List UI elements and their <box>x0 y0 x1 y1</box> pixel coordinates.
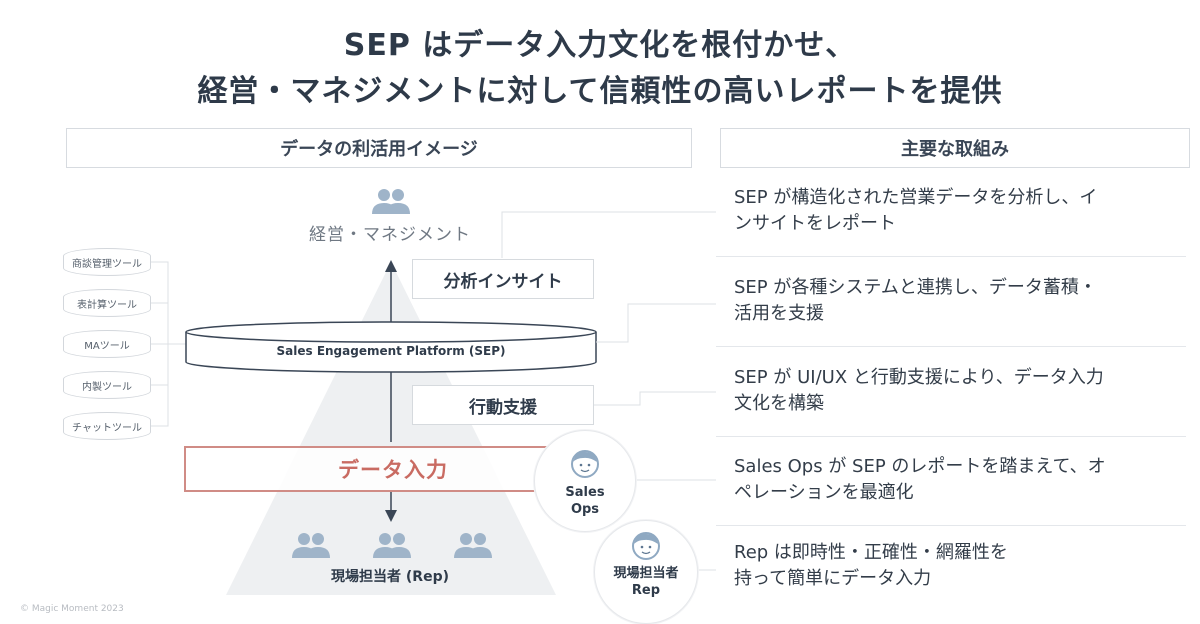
connector-insight <box>501 211 716 258</box>
initiative-line1: SEP が UI/UX と行動支援により、データ入力 <box>734 367 1104 388</box>
right-section-header: 主要な取組み <box>720 128 1190 168</box>
divider <box>716 436 1186 437</box>
initiative-item: Rep は即時性・正確性・網羅性を 持って簡単にデータ入力 <box>734 540 1180 592</box>
initiative-item: SEP が構造化された営業データを分析し、イ ンサイトをレポート <box>734 185 1180 237</box>
person-face-icon <box>571 450 599 478</box>
rep-circle: 現場担当者 Rep <box>594 520 698 624</box>
arrow-up-head <box>385 260 397 272</box>
sales-ops-circle: Sales Ops <box>534 430 636 532</box>
sep-cylinder-body <box>185 332 597 373</box>
divider <box>716 256 1186 257</box>
divider <box>716 346 1186 347</box>
rep-people-icon <box>454 533 492 558</box>
rep-circle-line1: 現場担当者 <box>613 566 679 581</box>
sales-ops-line1: Sales <box>565 485 605 500</box>
tool-item: 商談管理ツール <box>63 248 151 276</box>
initiative-line1: Rep は即時性・正確性・網羅性を <box>734 542 1008 563</box>
rep-people-icon <box>373 533 411 558</box>
tool-item: 内製ツール <box>63 371 151 399</box>
copyright-footer: © Magic Moment 2023 <box>20 604 124 614</box>
tool-item: MAツール <box>63 330 151 358</box>
initiative-line2: ペレーションを最適化 <box>734 482 914 503</box>
connector-sep <box>596 303 716 343</box>
left-section-header: データの利活用イメージ <box>66 128 692 168</box>
field-rep-label: 現場担当者 (Rep) <box>331 569 449 585</box>
initiative-item: SEP が各種システムと連携し、データ蓄積・ 活用を支援 <box>734 275 1180 327</box>
rep-circle-line2: Rep <box>631 583 661 598</box>
initiative-line2: ンサイトをレポート <box>734 213 896 234</box>
tools-connector <box>151 261 190 427</box>
sales-ops-line2: Ops <box>570 502 600 517</box>
initiative-line2: 文化を構築 <box>734 393 824 414</box>
sep-label: Sales Engagement Platform (SEP) <box>276 344 506 358</box>
initiative-line1: SEP が各種システムと連携し、データ蓄積・ <box>734 277 1097 298</box>
page-title-line2: 経営・マネジメントに対して信頼性の高いレポートを提供 <box>197 74 1003 109</box>
page-title-line1: SEP はデータ入力文化を根付かせ、 <box>343 28 857 63</box>
sep-cylinder-top <box>185 321 597 343</box>
initiative-line2: 活用を支援 <box>734 303 824 324</box>
management-people-icon <box>372 189 410 214</box>
initiative-line2: 持って簡単にデータ入力 <box>734 568 932 589</box>
connector-action <box>594 391 716 406</box>
initiative-line1: Sales Ops が SEP のレポートを踏まえて、オ <box>734 456 1106 477</box>
divider <box>716 525 1186 526</box>
insight-label: 分析インサイト <box>412 259 594 299</box>
tool-item: チャットツール <box>63 412 151 440</box>
initiative-item: Sales Ops が SEP のレポートを踏まえて、オ ペレーションを最適化 <box>734 454 1180 506</box>
rep-people-icon <box>292 533 330 558</box>
initiative-item: SEP が UI/UX と行動支援により、データ入力 文化を構築 <box>734 365 1180 417</box>
initiative-line1: SEP が構造化された営業データを分析し、イ <box>734 187 1098 208</box>
action-support-label: 行動支援 <box>412 385 594 425</box>
tool-item: 表計算ツール <box>63 289 151 317</box>
person-face-icon <box>632 532 660 560</box>
management-label: 経営・マネジメント <box>309 225 471 245</box>
arrow-down-head <box>385 510 397 522</box>
